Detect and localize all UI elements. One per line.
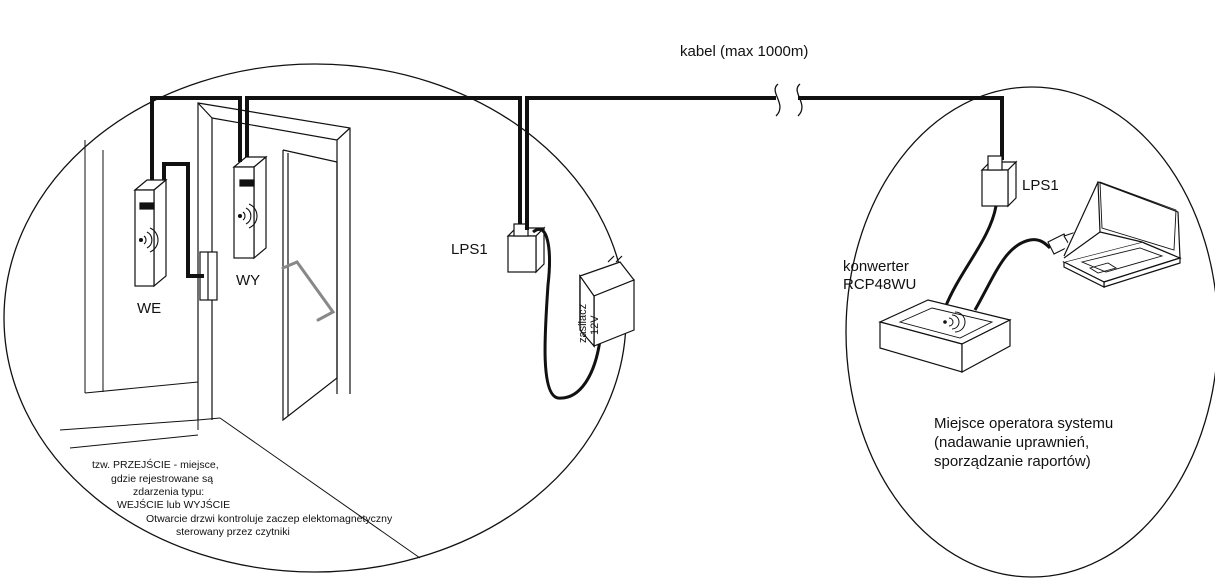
usb-cable xyxy=(973,238,1052,311)
card-reader-icon xyxy=(133,178,168,288)
card-reader-icon xyxy=(232,155,268,260)
cable-break-icon xyxy=(774,83,803,117)
passage-zone-outline xyxy=(3,63,627,573)
operator-zone-outline xyxy=(845,86,1215,578)
reader-out-label: WY xyxy=(236,272,260,289)
main-cable xyxy=(525,96,1004,230)
converter-label-line2: RCP48WU xyxy=(843,276,916,293)
power-supply-label: zasilacz 12V xyxy=(577,304,601,343)
rfid-waves-icon xyxy=(138,227,159,253)
operator-label-line3: sporządzanie raportów) xyxy=(934,453,1091,470)
passage-label-line5: Otwarcie drzwi kontroluje zaczep elektom… xyxy=(146,513,393,525)
passage-label-line2: gdzie rejestrowane są xyxy=(111,473,213,485)
rfid-waves-icon xyxy=(943,311,966,333)
laptop-icon xyxy=(1062,181,1182,288)
passage-label-line1: tzw. PRZEJŚCIE - miejsce, xyxy=(92,458,219,471)
door-frame xyxy=(197,102,351,420)
lps1-left xyxy=(506,223,546,274)
door-handle-icon xyxy=(281,260,336,322)
passage-label-line4: WEJŚCIE lub WYJŚCIE xyxy=(117,498,230,511)
operator-zone xyxy=(845,86,1215,578)
reader-wiring xyxy=(150,96,522,278)
reader-in-label: WE xyxy=(137,300,161,317)
lps1-right xyxy=(980,155,1018,208)
lps-right-label: LPS1 xyxy=(1022,177,1059,194)
operator-label-line2: (nadawanie uprawnień, xyxy=(934,434,1089,451)
power-supply-label-line2: 12V xyxy=(589,315,601,335)
passage-label-line6: sterowany przez czytniki xyxy=(176,526,290,538)
converter-label-line1: konwerter xyxy=(843,258,909,275)
cable-label: kabel (max 1000m) xyxy=(680,43,808,60)
door-leaf xyxy=(282,149,338,422)
operator-label-line1: Miejsce operatora systemu xyxy=(934,415,1113,432)
passage-label-line3: zdarzenia typu: xyxy=(133,486,204,498)
converter-cable xyxy=(943,205,998,309)
lps-left-label: LPS1 xyxy=(451,241,488,258)
power-adapter-icon xyxy=(579,255,635,348)
converter-device xyxy=(878,299,1012,374)
rfid-waves-icon xyxy=(237,203,258,229)
power-cable xyxy=(532,228,602,400)
power-supply-label-line1: zasilacz xyxy=(577,304,589,343)
passage-zone xyxy=(3,63,1004,573)
